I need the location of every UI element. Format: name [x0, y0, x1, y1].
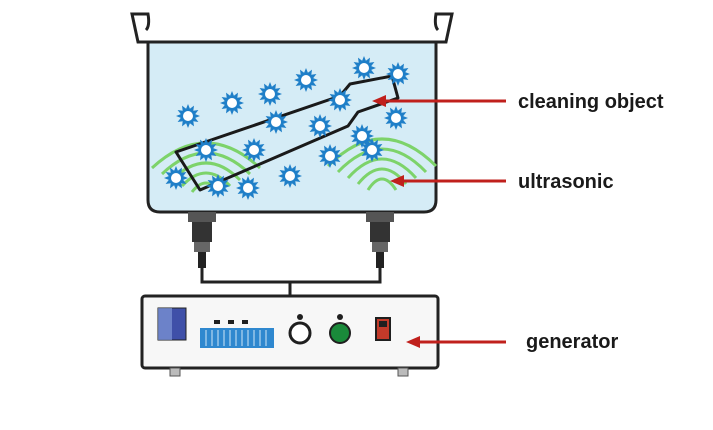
cavitation-bubble-icon [318, 144, 342, 168]
cavitation-bubble-icon [264, 110, 288, 134]
arrow-ultrasonic [390, 175, 506, 187]
label-generator: generator [526, 331, 618, 353]
cavitation-bubble-icon [164, 166, 188, 190]
transducer-left [188, 212, 216, 268]
cavitation-bubble-icon [220, 91, 244, 115]
cavitation-bubble-icon [360, 138, 384, 162]
tank-handle-left [130, 12, 152, 44]
indicator-led [297, 314, 303, 320]
arrow-cleaning-object [372, 95, 506, 107]
cavitation-bubble-icon [308, 114, 332, 138]
generator-button-green[interactable] [329, 322, 351, 344]
cavitation-bubble-icon [278, 164, 302, 188]
indicator-led-2 [337, 314, 343, 320]
generator-foot-left [169, 367, 181, 377]
cavitation-bubble-icon [176, 104, 200, 128]
cavitation-bubble-icon [206, 174, 230, 198]
label-ultrasonic: ultrasonic [518, 171, 614, 193]
cavitation-bubble-icon [258, 82, 282, 106]
cavitation-bubbles [164, 56, 410, 200]
cavitation-bubble-icon [386, 62, 410, 86]
transducer-right [366, 212, 394, 268]
generator-display [200, 320, 274, 348]
cavitation-bubble-icon [352, 56, 376, 80]
cavitation-bubble-icon [350, 124, 374, 148]
tank-handle-right [432, 12, 454, 44]
cavitation-bubble-icon [294, 68, 318, 92]
label-cleaning-object: cleaning object [518, 91, 664, 113]
cavitation-bubble-icon [194, 138, 218, 162]
arrow-generator [406, 336, 506, 348]
cable [200, 268, 382, 296]
cavitation-bubble-icon [328, 88, 352, 112]
cavitation-bubble-icon [242, 138, 266, 162]
generator-knob-white[interactable] [288, 321, 312, 345]
cavitation-bubble-icon [384, 106, 408, 130]
generator-foot-right [397, 367, 409, 377]
cleaning-tank [146, 40, 438, 214]
cavitation-bubble-icon [236, 176, 260, 200]
